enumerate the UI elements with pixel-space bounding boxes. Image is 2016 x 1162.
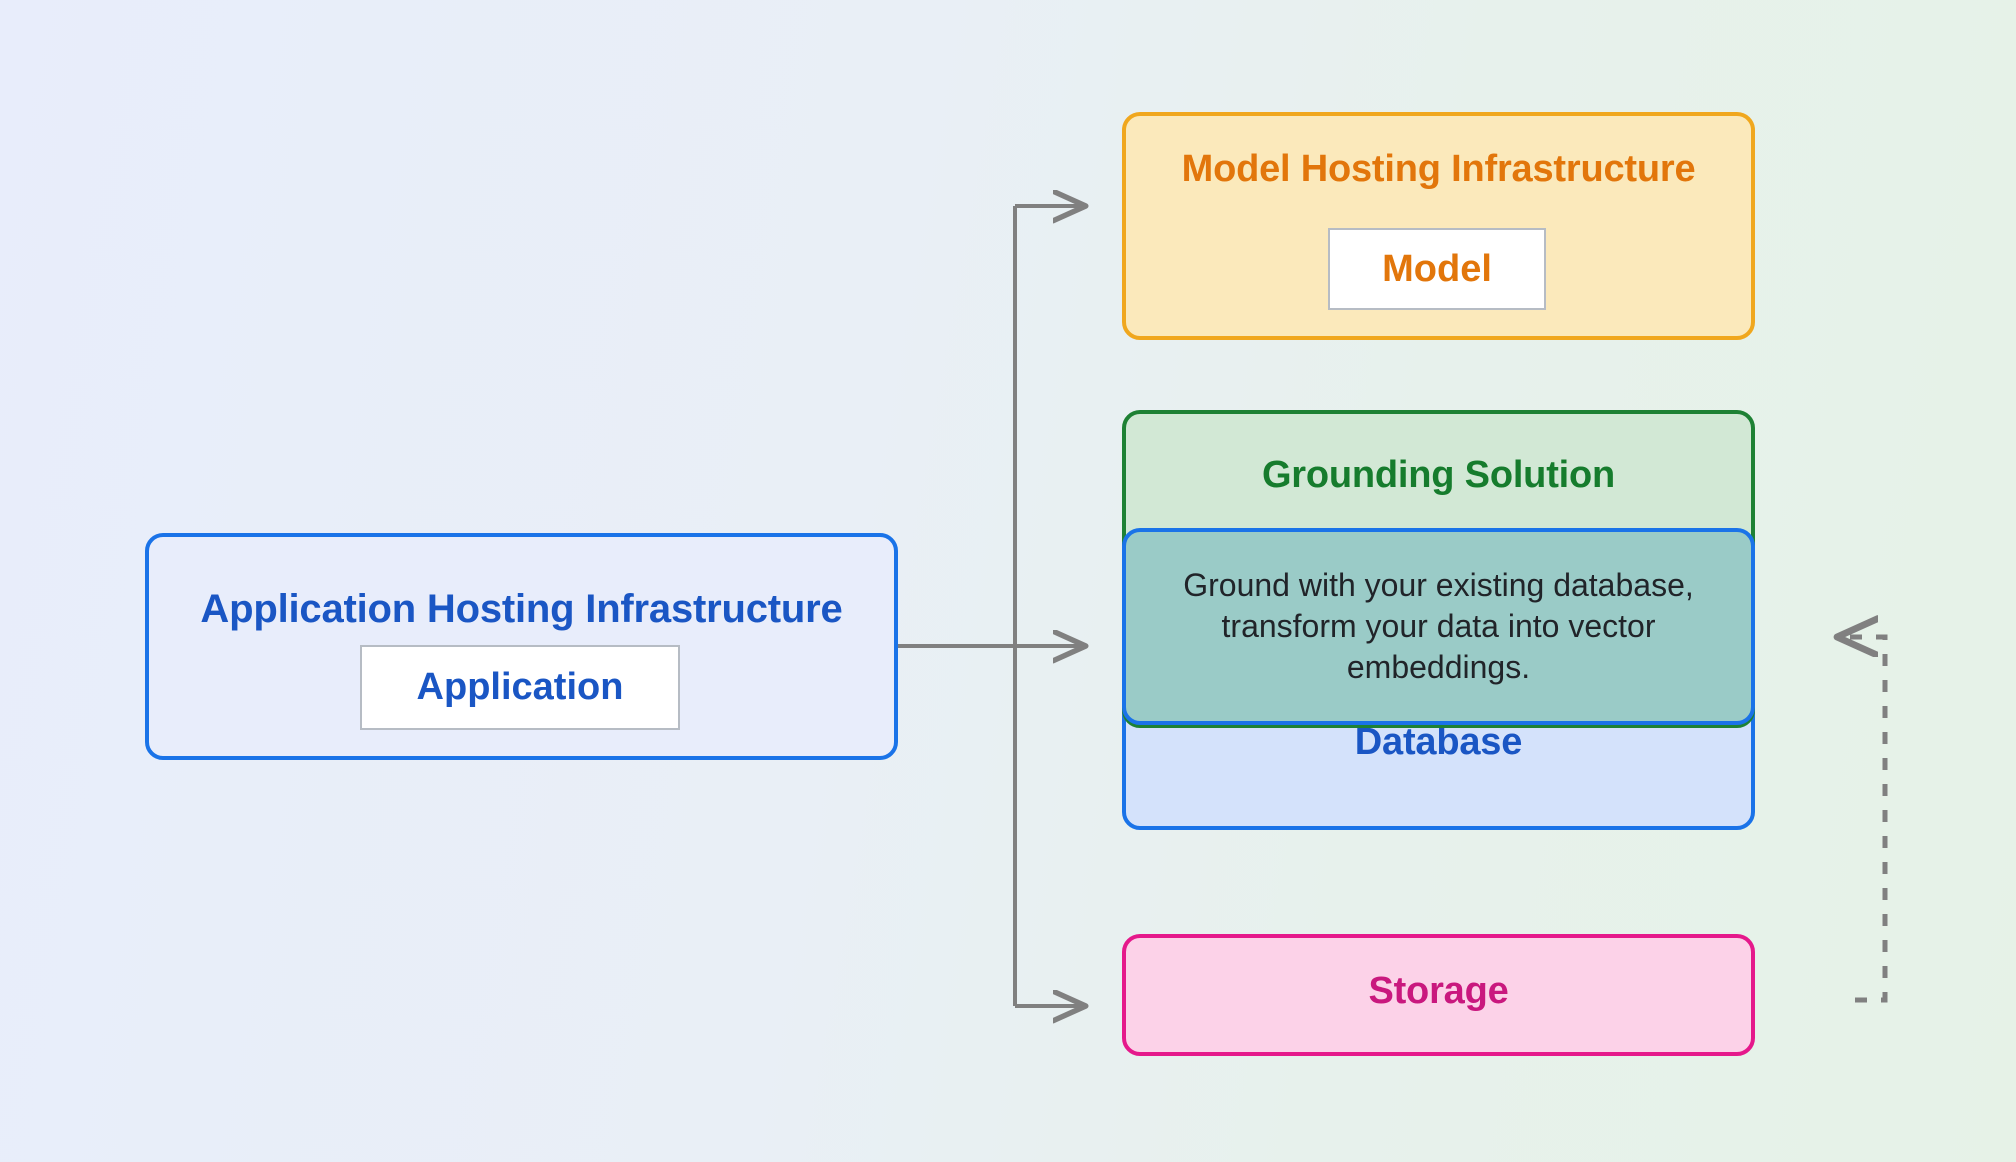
application-hosting-title: Application Hosting Infrastructure <box>200 587 843 631</box>
grounding-solution-title: Grounding Solution <box>1261 454 1616 496</box>
node-grounding-note[interactable]: Ground with your existing database, tran… <box>1122 528 1755 725</box>
node-application-hosting-infrastructure[interactable]: Application Hosting Infrastructure <box>145 533 898 760</box>
model-hosting-title: Model Hosting Infrastructure <box>1181 148 1696 190</box>
node-storage[interactable]: Storage <box>1122 934 1755 1056</box>
arrow-storage-to-database-dashed <box>1838 637 1888 1003</box>
chip-application[interactable]: Application <box>360 645 680 730</box>
grounding-note-text: Ground with your existing database, tran… <box>1183 567 1694 685</box>
chip-model[interactable]: Model <box>1328 228 1546 310</box>
storage-title: Storage <box>1368 970 1509 1012</box>
database-title: Database <box>1354 721 1523 763</box>
